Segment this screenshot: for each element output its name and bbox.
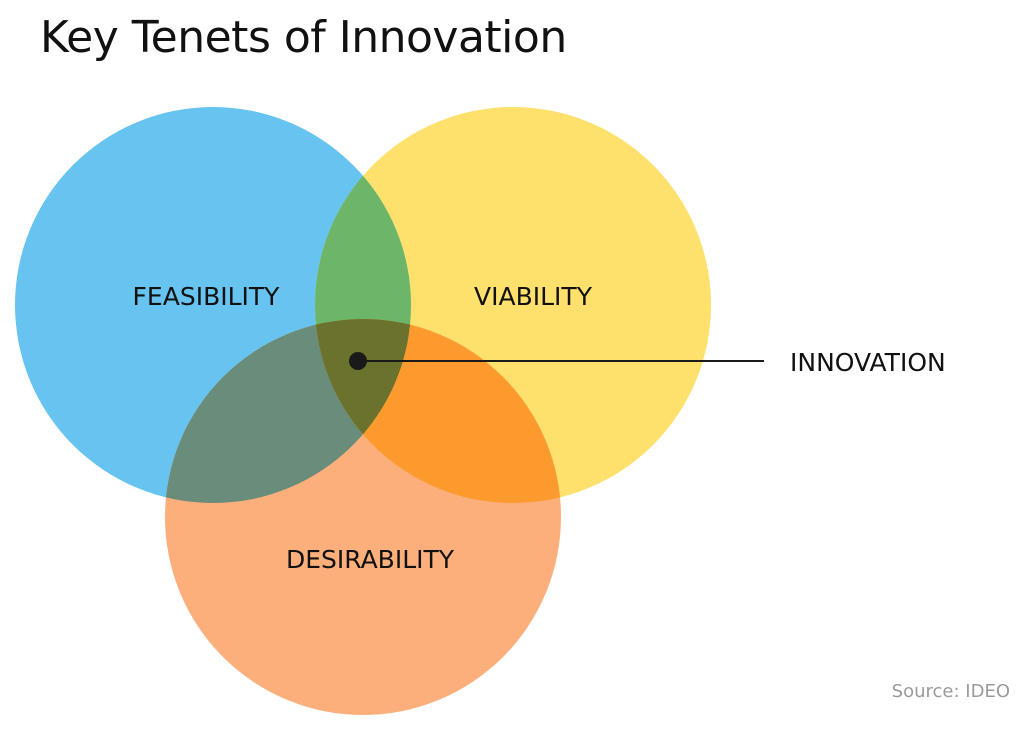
innovation-label: INNOVATION [790, 348, 946, 377]
desirability-label: DESIRABILITY [286, 545, 455, 574]
viability-desirability-overlap [315, 319, 561, 503]
source-credit: Source: IDEO [891, 681, 1010, 702]
feasibility-label: FEASIBILITY [133, 282, 281, 311]
feasibility-desirability-overlap [165, 319, 411, 503]
page-title: Key Tenets of Innovation [40, 12, 567, 63]
innovation-marker [349, 352, 367, 370]
viability-label: VIABILITY [474, 282, 593, 311]
